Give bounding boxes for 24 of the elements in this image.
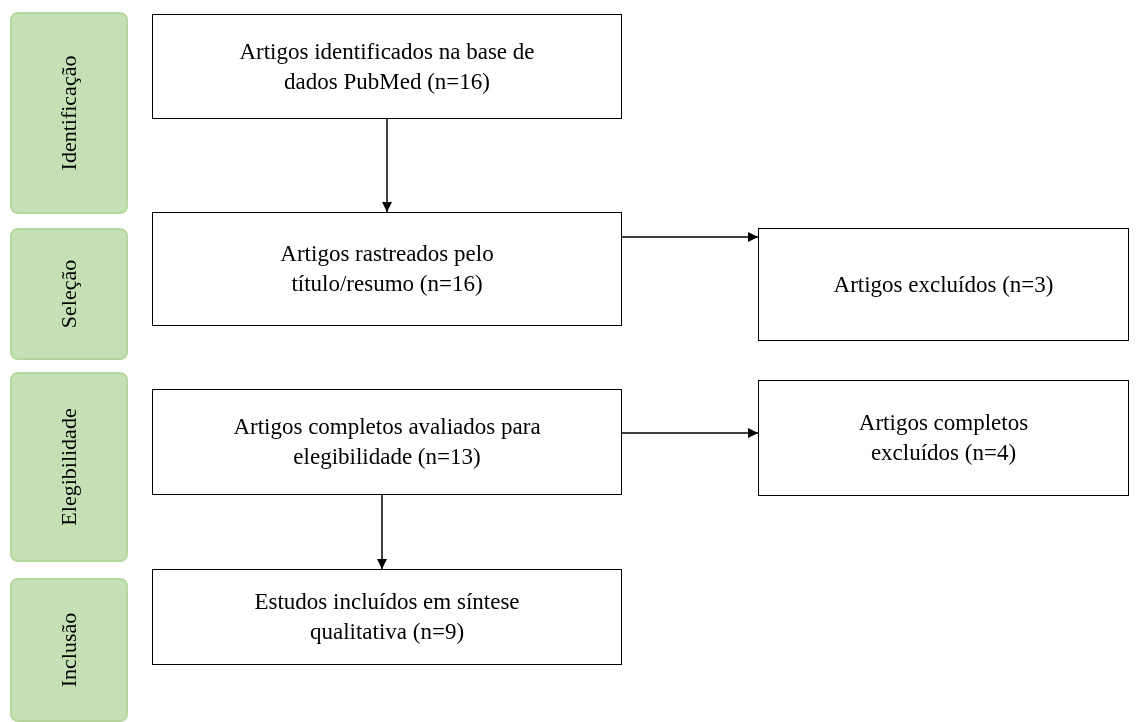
stage-band [10, 578, 128, 722]
stage-band [10, 372, 128, 562]
stage-band [10, 228, 128, 360]
process-box [758, 380, 1129, 496]
arrow [621, 428, 759, 438]
arrow [382, 118, 392, 213]
box-text: Estudos incluídos em síntese qualitativa (n=9) [253, 588, 521, 646]
stage-label: Seleção [56, 259, 82, 329]
arrow [621, 232, 759, 242]
box-text: Artigos completos avaliados para elegibilidade (n=13) [232, 413, 542, 471]
stage-label: Inclusão [56, 612, 82, 688]
box-text: Artigos excluídos (n=3) [833, 270, 1054, 299]
box-text: Artigos identificados na base de dados PubMed (n=16) [238, 37, 536, 96]
box-text: Artigos rastreados pelo título/resumo (n=16) [279, 240, 495, 298]
box-text: Artigos completos excluídos (n=4) [857, 409, 1030, 467]
stage-label: Elegibilidade [56, 408, 82, 526]
process-box [152, 14, 622, 119]
process-box [152, 212, 622, 326]
arrow [377, 494, 387, 570]
process-box [758, 228, 1129, 341]
process-box [152, 389, 622, 495]
stage-label: Identificação [56, 55, 82, 171]
stage-band [10, 12, 128, 214]
process-box [152, 569, 622, 665]
